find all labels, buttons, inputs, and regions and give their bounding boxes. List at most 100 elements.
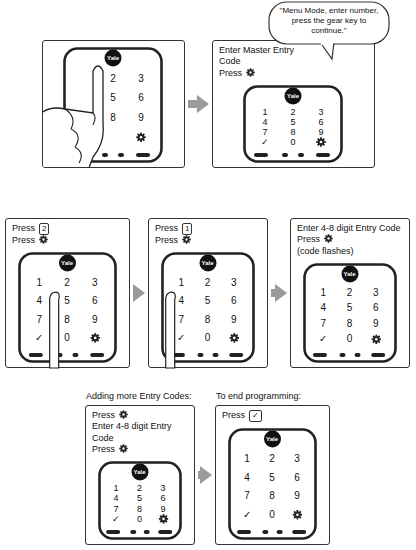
step-panel: Press1PressYale123456789✓0	[148, 218, 268, 368]
gear-icon	[229, 333, 239, 343]
indicator-bar	[237, 530, 251, 534]
key-label: 1	[36, 278, 42, 288]
key-label: ✓	[35, 333, 43, 343]
instruction-line: Press 1	[155, 223, 261, 235]
key-label: 7	[262, 128, 267, 137]
key-label: 6	[92, 296, 98, 306]
key-label: 2	[290, 108, 295, 117]
instruction-text: Press	[12, 223, 35, 233]
logo-badge	[264, 431, 281, 448]
indicator-bar	[282, 153, 288, 157]
gear-icon	[316, 137, 326, 147]
indicator-bar	[298, 153, 304, 157]
key-icon: 1	[182, 223, 192, 235]
key-label: 4	[178, 296, 184, 306]
key-label: 9	[138, 113, 144, 123]
key-label: 2	[64, 278, 70, 288]
logo-text: Yale	[266, 436, 278, 442]
key-label: 3	[231, 278, 237, 288]
key-label: 1	[244, 454, 250, 464]
key-label: 0	[205, 333, 211, 343]
key-label: 5	[205, 296, 211, 306]
instruction-text: Press	[92, 444, 115, 454]
keypad-body	[162, 254, 253, 362]
key-label: 9	[92, 315, 98, 325]
indicator-bar	[212, 353, 218, 357]
key-label: 7	[244, 491, 250, 501]
gear-icon	[292, 510, 302, 520]
keypad-body	[99, 463, 180, 539]
key-label: 6	[161, 494, 166, 503]
step-arrow	[133, 289, 135, 297]
key-label: 4	[113, 494, 118, 503]
key-label: 6	[294, 473, 300, 483]
gear-body	[138, 134, 145, 141]
indicator-bar	[292, 530, 306, 534]
lock-keypad: Yale235689	[63, 47, 163, 163]
logo-text: Yale	[343, 271, 355, 277]
keypad-body	[304, 265, 395, 362]
indicator-bar	[354, 353, 360, 357]
key-label: 5	[290, 118, 295, 127]
instruction-line: Press	[12, 235, 123, 246]
indicator-bar	[158, 530, 172, 534]
instruction-line: Press	[297, 234, 403, 245]
gear-hole	[249, 71, 251, 73]
key-label: 3	[161, 484, 166, 493]
hand-fingers	[65, 109, 95, 163]
key-label: 5	[347, 303, 353, 313]
gear-body	[294, 511, 301, 518]
logo-text: Yale	[107, 55, 119, 61]
gear-body	[184, 237, 190, 243]
instruction-block: Press2Press	[6, 219, 129, 250]
bubble-text: "Menu Mode, enter number, press the gear…	[280, 6, 379, 35]
step-panel: PressEnter 4-8 digit Entry CodePressAddi…	[85, 405, 195, 545]
instruction-text: Enter 4-8 digit Entry Code	[297, 223, 401, 233]
finger-shape	[165, 292, 175, 368]
gear-icon	[324, 234, 333, 243]
indicator-bar	[339, 353, 345, 357]
gear-icon	[119, 444, 128, 453]
gear-icon	[371, 335, 381, 345]
key-label: 3	[318, 108, 323, 117]
instruction-text: Press	[219, 68, 242, 78]
step-panel: Enter Master Entry CodePressYale12345678…	[212, 40, 375, 168]
key-label: 6	[318, 118, 323, 127]
logo-badge	[341, 266, 358, 283]
gear-icon	[136, 133, 146, 143]
indicator-bar	[118, 153, 124, 157]
indicator-bar	[143, 530, 149, 534]
step-arrow	[271, 289, 277, 297]
instruction-line: Press	[92, 444, 188, 455]
key-label: 9	[231, 315, 237, 325]
indicator-bar	[229, 353, 243, 357]
gear-icon	[158, 514, 168, 524]
gear-hole	[327, 238, 329, 240]
gear-body	[160, 516, 167, 523]
logo-text: Yale	[201, 260, 213, 266]
key-label: 8	[110, 113, 116, 123]
gear-body	[373, 336, 380, 343]
keypad-outline	[228, 428, 317, 540]
instruction-text: Press	[155, 223, 178, 233]
step-panel: Yale235689	[42, 40, 185, 168]
bubble-tail	[320, 42, 334, 59]
key-label: 9	[294, 491, 300, 501]
key-label: 3	[373, 288, 379, 298]
finger-illustration	[18, 252, 117, 363]
bubble-seam	[321, 42, 333, 45]
lock-keypad: Yale123456789✓0	[243, 85, 343, 163]
gear-hole	[296, 513, 299, 516]
key-label: 8	[137, 504, 142, 513]
instruction-block: "Menu Mode, enter number, press the gear…	[268, 1, 390, 41]
keypad-body	[229, 430, 315, 539]
key-label: 2	[269, 454, 275, 464]
key-label: 8	[64, 315, 70, 325]
keypad-body	[245, 87, 342, 162]
instruction-line: Enter 4-8 digit Entry Code	[297, 223, 403, 234]
keypad-outline	[18, 252, 117, 363]
instruction-line: Enter Master Entry Code	[219, 45, 303, 68]
gear-body	[231, 335, 238, 342]
instruction-line: Press✓	[222, 410, 323, 422]
key-label: 5	[269, 473, 275, 483]
